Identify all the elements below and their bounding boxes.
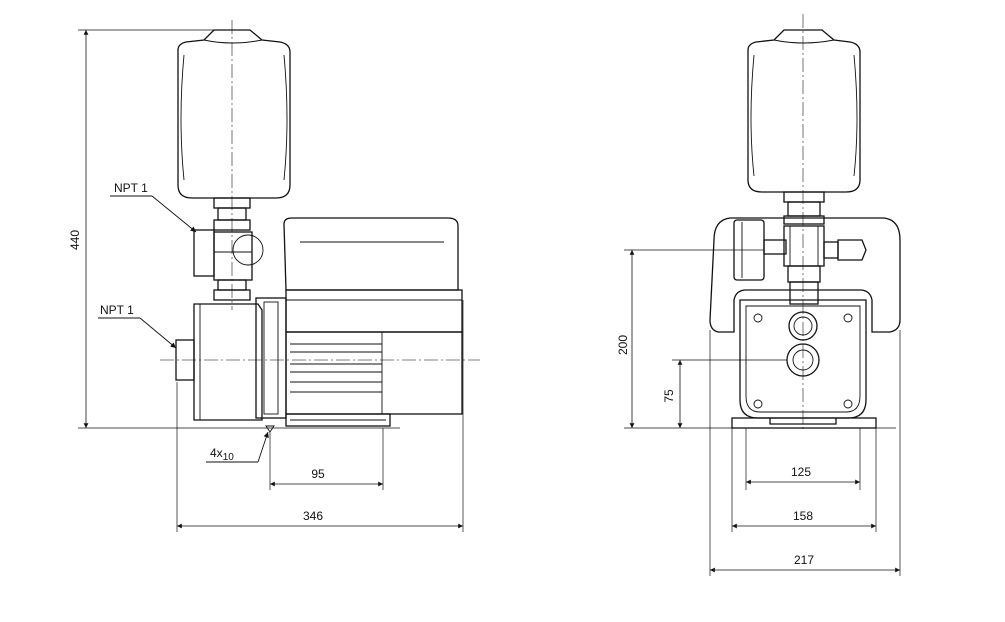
front-view: 200 75 125 158 217 — [616, 14, 901, 576]
dim-side-total-length-label: 346 — [303, 509, 323, 523]
connector-front — [733, 191, 867, 305]
dim-front-height-inlet-label: 75 — [662, 389, 676, 403]
dim-front-foot-outer-label: 158 — [793, 509, 813, 523]
dim-front-height-inlet: 75 — [662, 360, 683, 428]
bolt-spec-count: 4x — [210, 446, 223, 460]
dim-front-height-outlet: 200 — [616, 250, 635, 428]
bolt-spec-size: 10 — [223, 452, 235, 463]
npt-lower-leader: NPT 1 — [98, 303, 177, 349]
dim-side-total-length: 346 — [176, 300, 464, 532]
dim-side-height: 440 — [68, 29, 89, 428]
pressure-tank-side — [177, 29, 291, 199]
npt-upper-leader: NPT 1 — [110, 181, 197, 233]
pump-head-side — [175, 297, 287, 421]
npt-upper-label: NPT 1 — [114, 181, 148, 195]
pump-housing-front — [709, 217, 901, 429]
dim-front-foot-outer: 158 — [731, 428, 877, 532]
dim-side-foot-span: 95 — [269, 428, 384, 490]
motor-terminal-box — [283, 217, 463, 333]
dim-front-height-outlet-label: 200 — [616, 335, 630, 355]
dim-front-total-width: 217 — [709, 330, 901, 576]
dim-side-foot-span-label: 95 — [311, 467, 325, 481]
bolt-hole-marker — [265, 425, 275, 433]
motor-body — [285, 331, 463, 427]
npt-lower-label: NPT 1 — [100, 303, 134, 317]
dim-front-foot-inner: 125 — [745, 428, 861, 490]
upper-connector-side — [193, 197, 264, 301]
side-view: NPT 1 NPT 1 4x10 440 95 — [68, 20, 480, 532]
dim-side-height-label: 440 — [68, 230, 82, 250]
bolt-leader: 4x10 — [206, 431, 269, 463]
dim-front-total-width-label: 217 — [794, 553, 814, 567]
bolt-spec-label: 4x10 — [210, 446, 234, 463]
dim-front-foot-inner-label: 125 — [791, 465, 811, 479]
pressure-tank-front — [747, 29, 861, 193]
